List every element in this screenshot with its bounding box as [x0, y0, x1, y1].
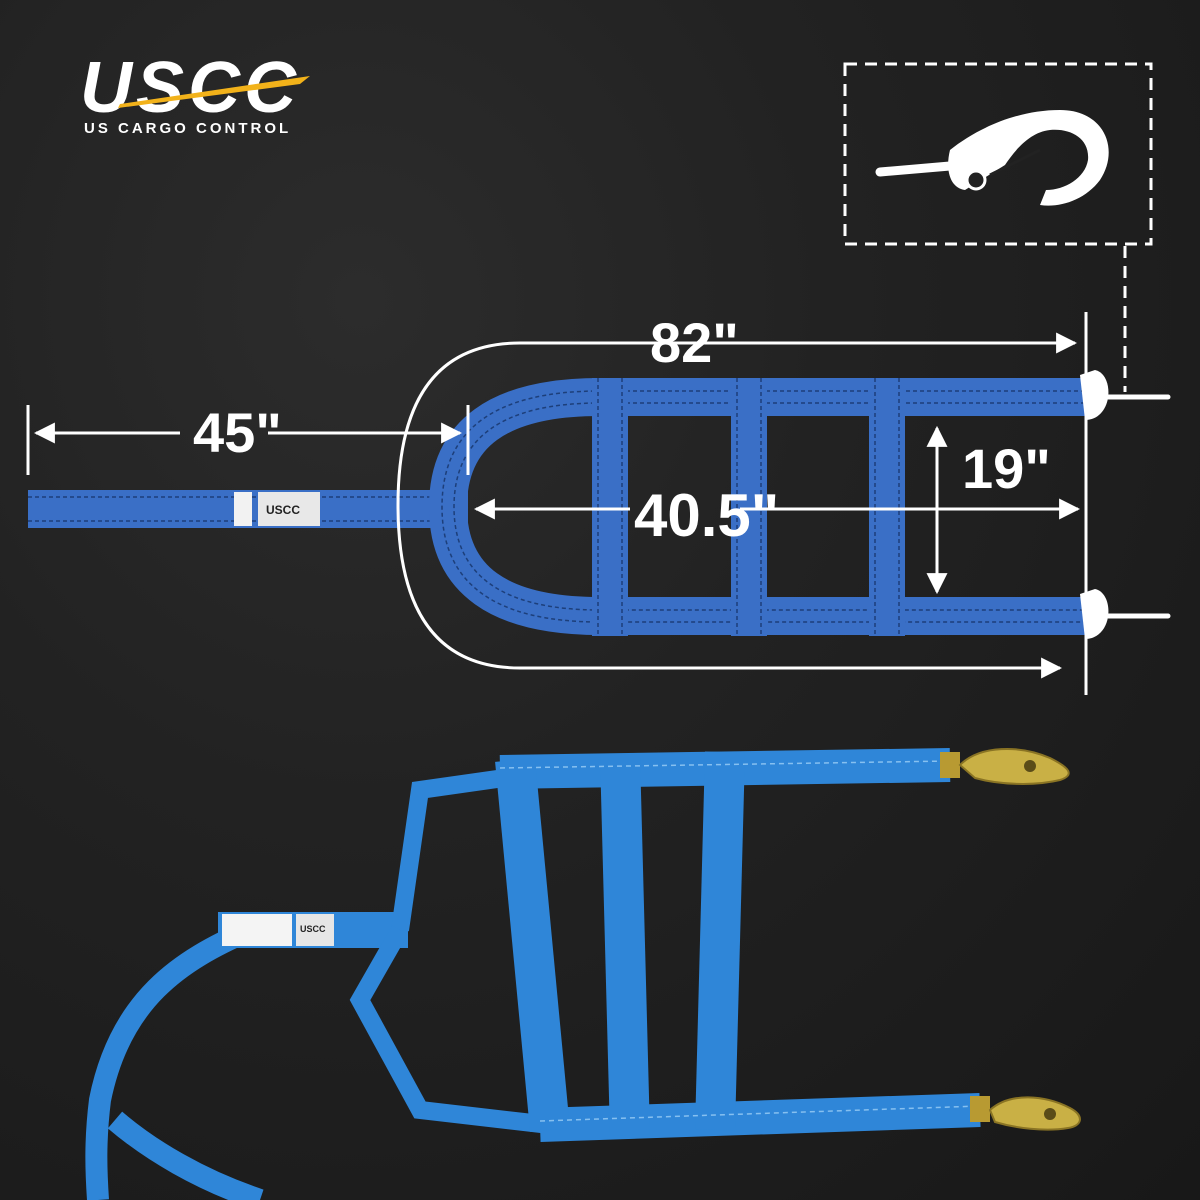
photo-hook-top: [940, 747, 1070, 785]
dimension-lines: [26, 312, 1088, 695]
photo-rung-3: [695, 751, 745, 1131]
photo-warning-label: [222, 914, 292, 946]
photo-rung-2: [600, 754, 650, 1136]
snap-hook-icon: [875, 110, 1109, 206]
photo-hook-bottom: [970, 1096, 1081, 1131]
uscc-logo: USCC US CARGO CONTROL: [80, 48, 310, 137]
photo-bottom-strap: [539, 1093, 981, 1142]
inner-length-label: 40.5": [634, 482, 779, 549]
strap-diagram: USCC: [28, 370, 1171, 639]
photo-rung-1: [495, 758, 570, 1132]
photo-product-tag-text: USCC: [300, 924, 326, 934]
hook-detail-box: [843, 62, 1153, 392]
product-tag-text: USCC: [266, 503, 300, 517]
u-loop-strap: [428, 378, 1085, 635]
logo-swoosh: [118, 76, 310, 108]
logo-tagline: US CARGO CONTROL: [84, 120, 291, 137]
width-label: 19": [962, 437, 1051, 500]
strap-photo: USCC: [85, 747, 1081, 1200]
overall-length-label: 82": [650, 311, 739, 374]
photo-product-tag: [296, 914, 334, 946]
hook-detail-frame: [843, 62, 1153, 246]
loose-tail-strap: [85, 919, 255, 1200]
product-tag: [258, 492, 320, 526]
diagram-hook-bottom: [1080, 589, 1171, 639]
warning-label: [234, 492, 252, 526]
overall-length-line: [396, 341, 1063, 679]
tail-length-label: 45": [193, 401, 282, 464]
